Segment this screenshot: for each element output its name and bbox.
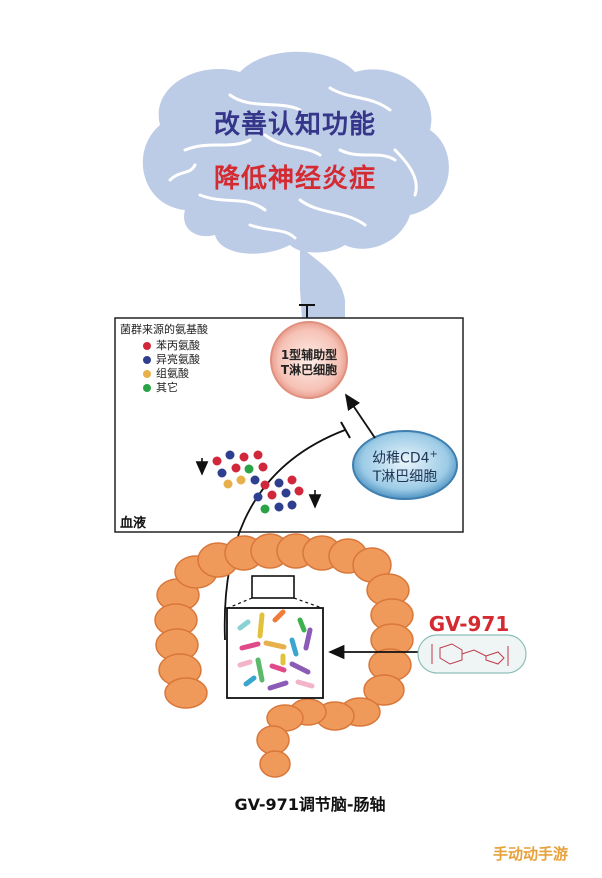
legend-label: 异亮氨酸 — [156, 353, 200, 366]
watermark-text: 手动动手游 — [493, 845, 569, 863]
naive-cell-label: 幼稚CD4+ T淋巴细胞 — [350, 446, 460, 486]
th1-cell-label: 1型辅助型 T淋巴细胞 — [262, 348, 356, 378]
th1-cell — [270, 321, 348, 399]
th1-label-line2: T淋巴细胞 — [280, 363, 338, 377]
legend-title: 菌群来源的氨基酸 — [120, 323, 208, 336]
legend-label: 苯丙氨酸 — [156, 339, 200, 352]
brain-benefit-neuroinflammation: 降低神经炎症 — [213, 164, 376, 194]
naive-label-line2: T淋巴细胞 — [372, 468, 438, 485]
colon-shape — [154, 533, 414, 778]
legend-dot-red — [143, 342, 151, 350]
naive-label-line1: 幼稚CD4+ — [350, 446, 460, 468]
gv971-chemical-structure — [431, 643, 509, 666]
amino-acid-cluster-upper — [212, 450, 268, 489]
gut-inhibition-curve — [223, 429, 346, 641]
legend-dot-yellow — [143, 370, 151, 378]
legend-item-histidine: 组氨酸 — [143, 365, 189, 381]
gv971-title: GV-971 — [428, 612, 510, 636]
legend-item-other: 其它 — [143, 379, 178, 395]
naive-label-text: 幼稚CD4 — [372, 450, 430, 467]
naive-label-sup: + — [429, 449, 438, 460]
naive-cd4-cell — [352, 430, 458, 500]
legend-item-isoleucine: 异亮氨酸 — [143, 351, 200, 367]
brain-benefit-cognition: 改善认知功能 — [213, 110, 376, 140]
brain-shape — [142, 51, 449, 318]
legend-item-phenylalanine: 苯丙氨酸 — [143, 337, 200, 353]
colon-zoom-region — [251, 575, 295, 599]
blood-region-label: 血液 — [120, 516, 147, 531]
legend-label: 组氨酸 — [156, 367, 189, 380]
gut-inhibition-bar — [340, 421, 351, 439]
legend-dot-green — [143, 384, 151, 392]
differentiation-arrow — [344, 393, 376, 439]
bacteria-group — [237, 609, 315, 691]
legend-label: 其它 — [156, 381, 178, 394]
zoom-guide-lines — [227, 597, 323, 609]
diagram-caption: GV-971调节脑-肠轴 — [234, 795, 386, 814]
gv971-capsule — [417, 634, 527, 674]
legend-dot-blue — [143, 356, 151, 364]
th1-label-line1: 1型辅助型 — [280, 348, 338, 362]
amino-acid-cluster-lower — [253, 475, 304, 514]
